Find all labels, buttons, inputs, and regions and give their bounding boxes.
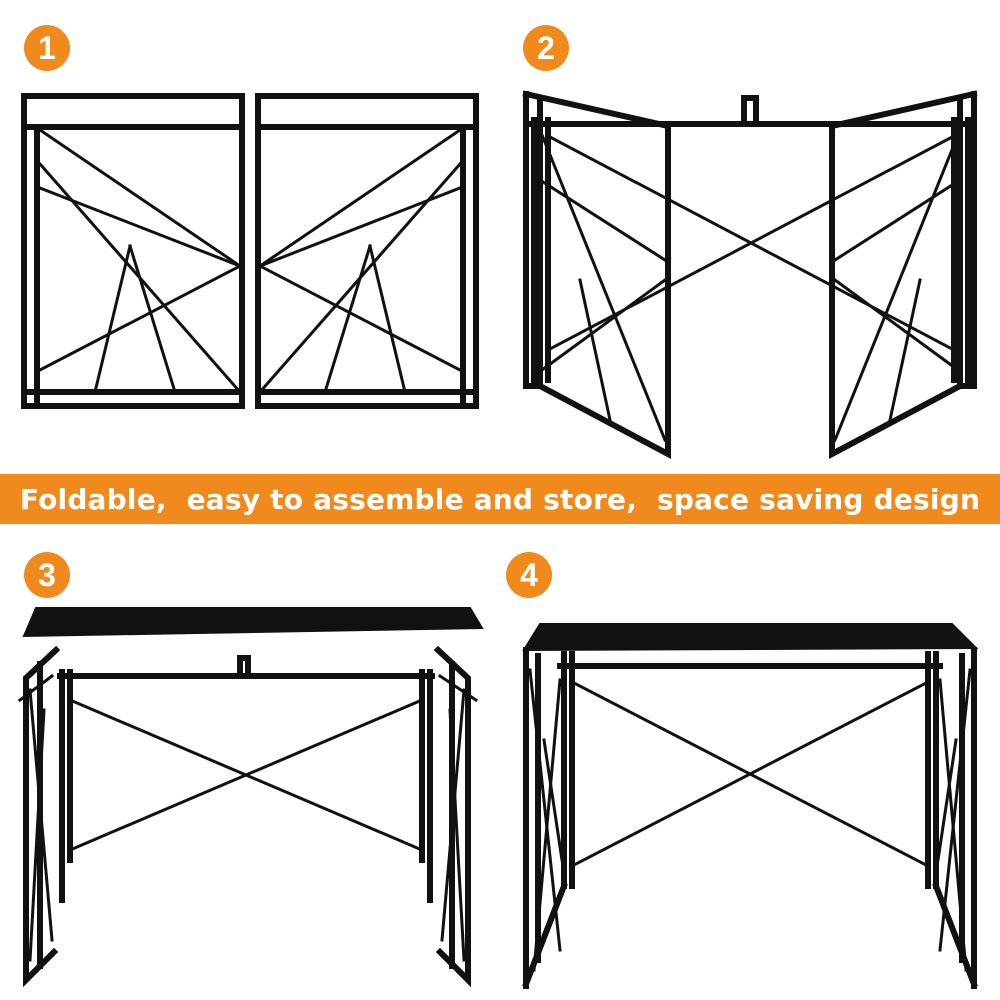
step-1-badge: 1 [24,25,70,71]
tabletop [522,623,979,652]
step-3-tabletop-placement-illustration [17,607,484,988]
step-2-badge: 2 [523,25,569,71]
step-1-folded-frame-illustration [21,93,479,409]
step-4-assembled-desk-illustration [522,623,979,989]
step-4-badge: 4 [506,552,552,598]
step-2-opening-frame-illustration [522,90,978,459]
step-3-badge: 3 [24,552,70,598]
tabletop [22,607,484,638]
feature-banner: Foldable, easy to assemble and store, sp… [0,474,1000,524]
